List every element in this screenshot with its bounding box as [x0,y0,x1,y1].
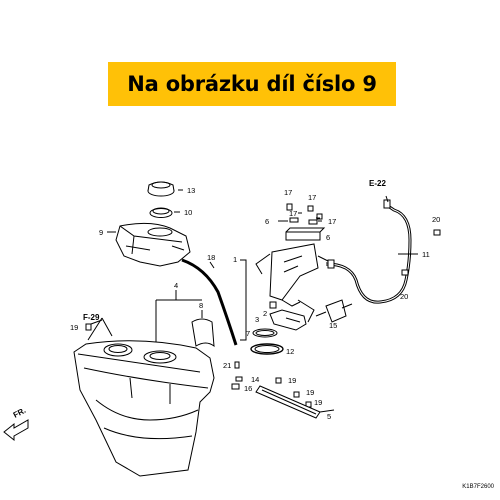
callout-16: 16 [244,384,252,393]
pump-connector [315,299,353,323]
cap-ring [149,207,173,218]
fuel-filter [269,301,307,331]
callout-17-a: 17 [284,188,292,197]
heat-guard [191,318,215,348]
callout-11: 11 [422,250,430,259]
callout-19-c: 19 [306,388,314,397]
callout-8: 8 [199,301,203,310]
banner-title: Na obrázku díl číslo 9 [127,72,377,96]
callout-5: 5 [327,412,331,421]
diagram-code: K1B7F2600 [462,484,494,490]
fuel-cap [147,181,175,197]
callout-1: 1 [233,255,237,264]
front-arrow-icon [3,419,29,442]
drain-tube [181,258,238,346]
callout-20-a: 20 [432,215,440,224]
callout-19-b: 19 [288,376,296,385]
callout-19-a: 19 [70,323,78,332]
reference-e22: E-22 [369,179,386,188]
callout-10: 10 [184,208,192,217]
callout-19-d: 19 [314,398,322,407]
callout-3: 3 [255,315,259,324]
lower-bolts [85,323,312,408]
reference-f29: F-29 [83,313,100,322]
callout-21: 21 [223,361,231,370]
fuel-hose-11 [325,199,418,304]
callout-2: 2 [263,309,267,318]
callout-15: 15 [329,321,337,330]
callout-17-b: 17 [308,193,316,202]
fuel-tank [73,340,215,477]
callout-6-a: 6 [265,217,269,226]
callout-12: 12 [286,347,294,356]
callout-9: 9 [99,228,103,237]
fuel-pump-unit [255,227,331,323]
callout-18: 18 [207,253,215,262]
callout-13: 13 [187,186,195,195]
callout-6-b: 6 [326,233,330,242]
callout-17-d: 17 [328,217,336,226]
callout-17-c: 17 [289,209,297,218]
pump-seal-rings [250,328,284,355]
callout-4: 4 [174,281,178,290]
filler-neck-part-9 [115,222,191,267]
callout-20-b: 20 [400,292,408,301]
part-number-banner: Na obrázku díl číslo 9 [108,62,396,106]
front-direction-label: FR. [12,406,28,420]
callout-14: 14 [251,375,259,384]
bolts-17-6 [278,203,323,225]
callout-7: 7 [246,329,250,338]
part-callouts: 13 10 9 18 4 8 1 17 17 17 17 6 6 2 3 7 1… [12,179,441,421]
